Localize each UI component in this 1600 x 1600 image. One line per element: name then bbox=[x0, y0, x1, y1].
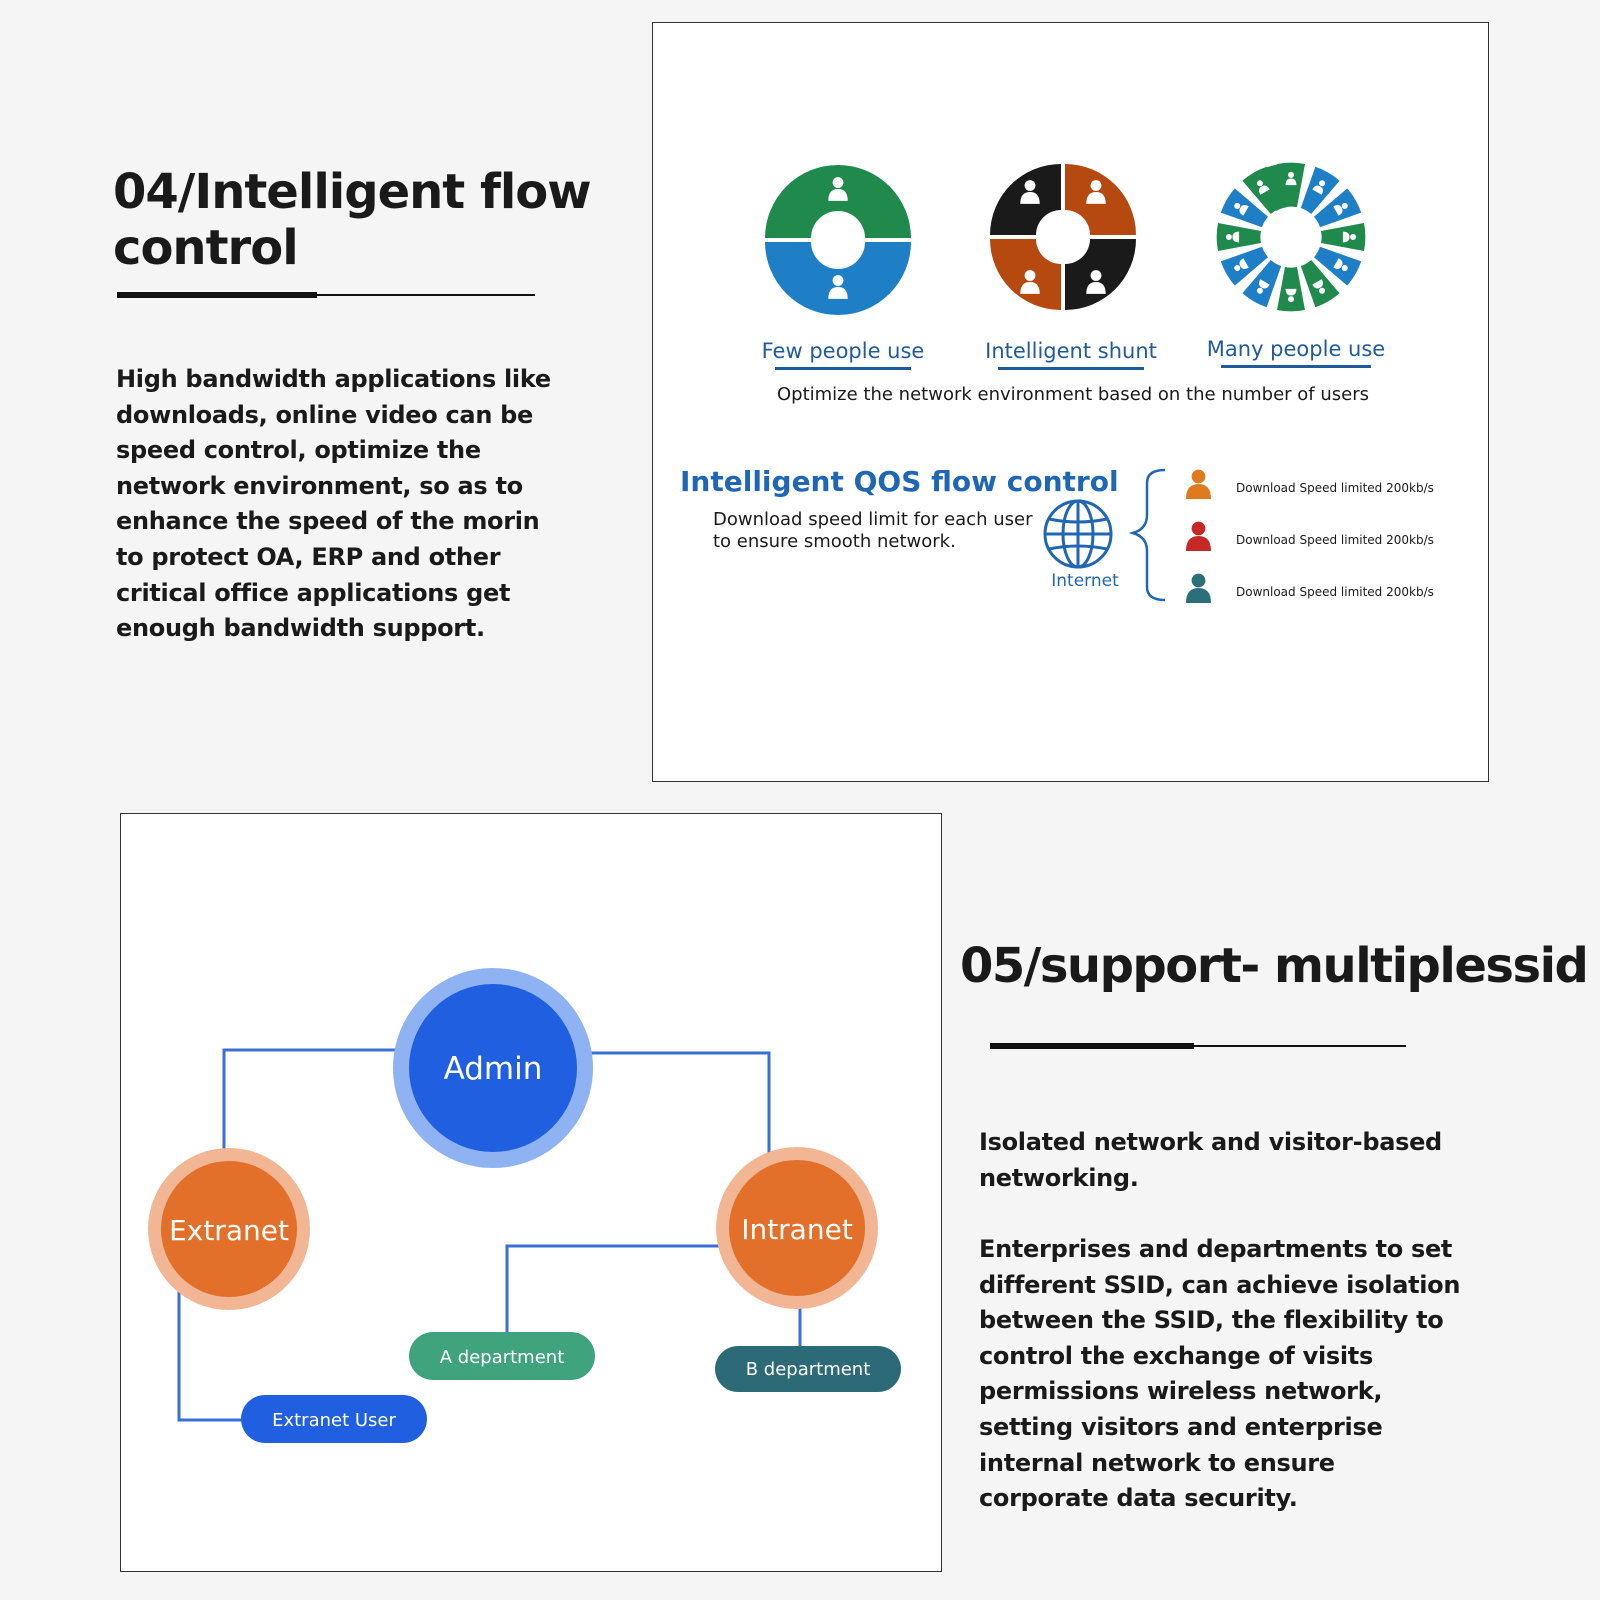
a-department-node: A department bbox=[409, 1332, 595, 1380]
body-line: Enterprises and departments to set bbox=[979, 1235, 1453, 1263]
user-row: Download Speed limited 200kb/s bbox=[1186, 469, 1434, 499]
user-row-label: Download Speed limited 200kb/s bbox=[1236, 533, 1434, 547]
user-teal-icon bbox=[1186, 573, 1211, 603]
extranet-label: Extranet bbox=[169, 1214, 289, 1247]
line-extranet-user bbox=[177, 1284, 246, 1422]
body-line: Isolated network and visitor-based bbox=[979, 1128, 1442, 1156]
connector-lines bbox=[177, 1048, 802, 1422]
internet-label: Internet bbox=[1051, 571, 1119, 591]
user-row-label: Download Speed limited 200kb/s bbox=[1236, 585, 1434, 599]
body-line: permissions wireless network, bbox=[979, 1377, 1383, 1406]
body-line: to protect OA, ERP and other bbox=[116, 542, 501, 571]
brace-icon bbox=[1128, 468, 1166, 602]
extranet-node: Extranet bbox=[148, 1148, 310, 1310]
flow-control-illustration: Few people use Intelligent shunt bbox=[680, 162, 1434, 603]
b-department-node: B department bbox=[715, 1346, 901, 1392]
line-admin-intranet bbox=[588, 1051, 771, 1164]
line-intranet-a-dept bbox=[505, 1244, 721, 1336]
body-line: corporate data security. bbox=[979, 1484, 1298, 1513]
section-04-rule-thin bbox=[317, 294, 535, 296]
qos-title: Intelligent QOS flow control bbox=[680, 465, 1119, 498]
user-row: Download Speed limited 200kb/s bbox=[1186, 573, 1434, 603]
user-red-icon bbox=[1186, 521, 1211, 551]
line-admin-extranet bbox=[222, 1048, 411, 1155]
extranet-user-node: Extranet User bbox=[241, 1395, 427, 1443]
section-05-para1: Isolated network and visitor-based netwo… bbox=[979, 1125, 1459, 1196]
user-row-label: Download Speed limited 200kb/s bbox=[1236, 481, 1434, 495]
ring-label-many: Many people use bbox=[1207, 337, 1385, 361]
user-orange-icon bbox=[1186, 469, 1211, 499]
ssid-diagram: Admin Extranet Intranet A department B d… bbox=[148, 968, 901, 1443]
body-line: networking. bbox=[979, 1163, 1139, 1192]
ring-label-underline bbox=[1221, 365, 1371, 368]
a-department-label: A department bbox=[440, 1347, 565, 1368]
body-line: enough bandwidth support. bbox=[116, 614, 485, 643]
ring-label-underline bbox=[775, 367, 911, 370]
section-05-para2: Enterprises and departments to set diffe… bbox=[979, 1232, 1479, 1517]
body-line: internal network to ensure bbox=[979, 1448, 1335, 1477]
ring-label-few: Few people use bbox=[762, 339, 925, 363]
admin-node: Admin bbox=[393, 968, 593, 1168]
ring-intelligent-shunt-icon bbox=[990, 164, 1136, 310]
flow-caption: Optimize the network environment based o… bbox=[777, 384, 1369, 405]
section-05-rule-thick bbox=[990, 1043, 1194, 1049]
body-line: downloads, online video can be bbox=[116, 400, 534, 429]
ring-many-people-icon bbox=[1216, 162, 1366, 312]
ring-few-people-icon bbox=[765, 165, 911, 315]
section-05-title: 05/support- multiplessid bbox=[960, 938, 1589, 994]
body-line: between the SSID, the flexibility to bbox=[979, 1306, 1444, 1335]
intranet-node: Intranet bbox=[716, 1147, 878, 1309]
section-04-body: High bandwidth applications like downloa… bbox=[116, 362, 576, 647]
qos-desc-line1: Download speed limit for each user bbox=[713, 509, 1033, 530]
extranet-user-label: Extranet User bbox=[272, 1410, 396, 1431]
ssid-diagram-panel: Admin Extranet Intranet A department B d… bbox=[120, 813, 942, 1572]
section-04-title-line2: control bbox=[113, 220, 299, 276]
ring-label-underline bbox=[998, 367, 1144, 370]
section-04-rule-thick bbox=[117, 292, 317, 298]
section-04-title-line1: 04/Intelligent flow bbox=[113, 164, 592, 220]
ring-label-shunt: Intelligent shunt bbox=[985, 339, 1157, 363]
body-line: speed control, optimize the bbox=[116, 436, 481, 465]
body-line: enhance the speed of the morin bbox=[116, 507, 540, 536]
body-line: network environment, so as to bbox=[116, 471, 523, 500]
body-line: High bandwidth applications like bbox=[116, 365, 551, 393]
intranet-label: Intranet bbox=[741, 1213, 853, 1246]
user-row: Download Speed limited 200kb/s bbox=[1186, 521, 1434, 551]
qos-desc-line2: to ensure smooth network. bbox=[713, 531, 956, 552]
admin-label: Admin bbox=[444, 1051, 543, 1087]
b-department-label: B department bbox=[746, 1359, 871, 1380]
flow-control-panel: Few people use Intelligent shunt bbox=[652, 22, 1489, 782]
body-line: setting visitors and enterprise bbox=[979, 1412, 1383, 1441]
body-line: different SSID, can achieve isolation bbox=[979, 1270, 1461, 1299]
globe-icon bbox=[1043, 499, 1113, 569]
body-line: critical office applications get bbox=[116, 578, 511, 607]
section-04-title: 04/Intelligent flow control bbox=[113, 164, 592, 276]
section-05-rule-thin bbox=[1194, 1045, 1406, 1047]
body-line: control the exchange of visits bbox=[979, 1341, 1373, 1370]
